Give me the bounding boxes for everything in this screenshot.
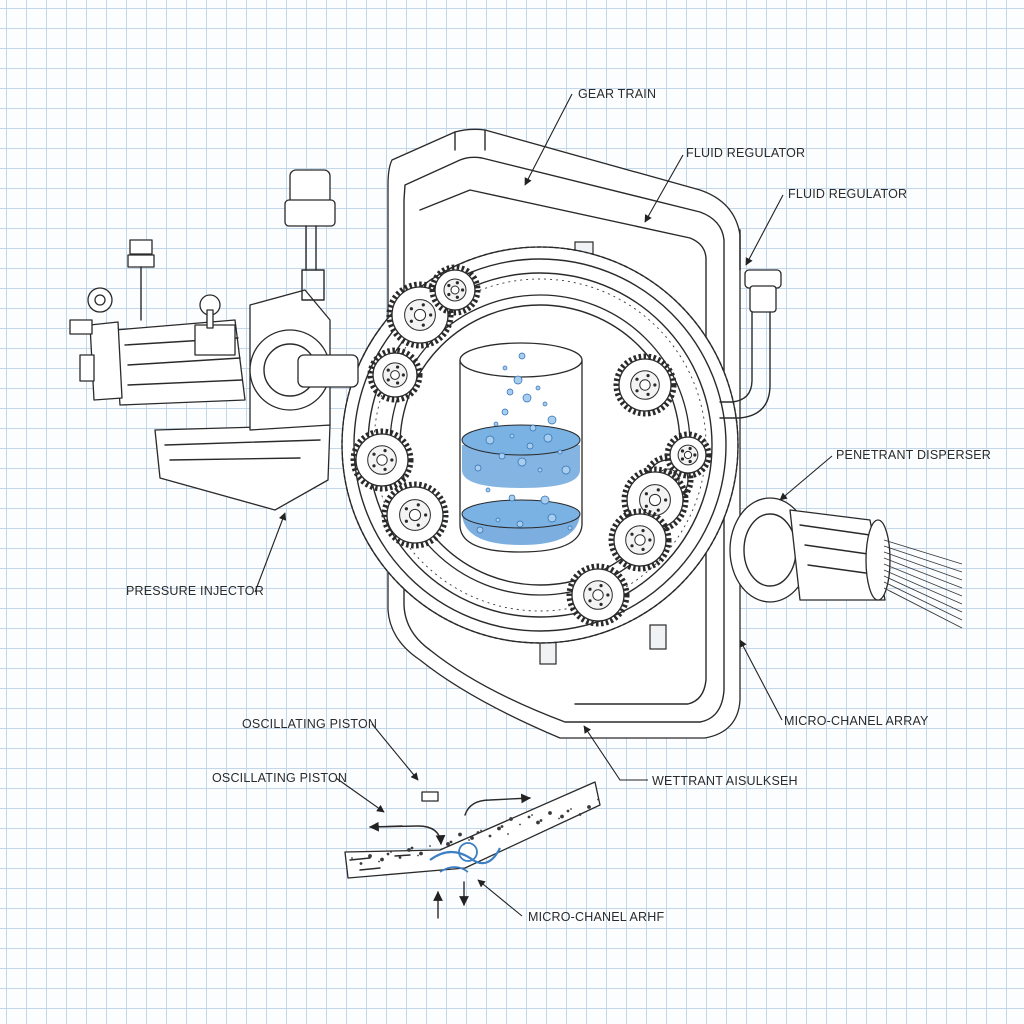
- small-gear: [621, 466, 689, 534]
- label-fluid-regulator-right: FLUID REGULATOR: [788, 187, 907, 201]
- label-wettrant: WETTRANT AISULKSEH: [652, 774, 798, 788]
- leader-lines: [254, 93, 833, 917]
- label-penetrant-disperser: PENETRANT DISPERSER: [836, 448, 991, 462]
- label-pressure-injector: PRESSURE INJECTOR: [126, 584, 264, 598]
- small-gear: [381, 481, 449, 549]
- micro-channel-detail: [344, 781, 601, 919]
- label-oscillating-piston-top: OSCILLATING PISTON: [242, 717, 377, 731]
- small-gear: [664, 431, 712, 479]
- label-fluid-regulator-top: FLUID REGULATOR: [686, 146, 805, 160]
- small-gear: [613, 353, 677, 417]
- small-gear: [608, 508, 672, 572]
- small-gear: [429, 264, 481, 316]
- small-gear: [350, 428, 414, 492]
- label-gear-train: GEAR TRAIN: [578, 87, 656, 101]
- label-oscillating-piston-bottom: OSCILLATING PISTON: [212, 771, 347, 785]
- label-micro-channel-array: MICRO-CHANEL ARRAY: [784, 714, 929, 728]
- pressure-injector: [69, 169, 359, 511]
- label-micro-channel-array-detail: MICRO-CHANEL ARHF: [528, 910, 664, 924]
- gear-train: [350, 264, 712, 627]
- small-gear: [367, 347, 423, 403]
- small-gear: [566, 563, 630, 627]
- fluid-reservoir: [459, 342, 583, 553]
- penetrant-disperser: [729, 497, 963, 629]
- fluid-regulator-pipe: [719, 229, 782, 419]
